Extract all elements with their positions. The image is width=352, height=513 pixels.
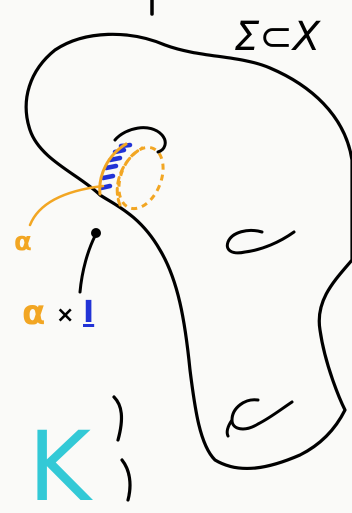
alpha-pointer-line xyxy=(30,186,103,225)
interval-label: I xyxy=(83,295,94,330)
times-sign-label: × xyxy=(56,303,74,328)
lower-hole-curve xyxy=(232,400,292,429)
alpha-times-prefix-label: α xyxy=(22,293,45,333)
knot-strand-lower xyxy=(122,460,130,500)
sigma-subset-x-label: Σ⊂X xyxy=(234,14,322,60)
alpha-times-i-arrow-head xyxy=(91,228,101,238)
middle-hole-curve xyxy=(227,230,294,252)
alpha-label: α xyxy=(14,227,32,257)
surface-x-outline xyxy=(26,34,352,468)
knot-k-label: K xyxy=(28,411,93,513)
knot-strand-upper xyxy=(114,397,121,440)
alpha-times-i-arrow-shaft xyxy=(80,236,95,292)
lower-hole-tail xyxy=(227,420,232,436)
